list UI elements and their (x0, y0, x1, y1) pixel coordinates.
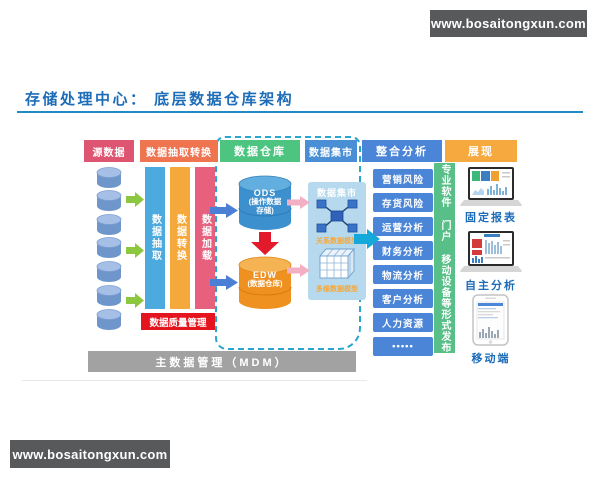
fixed-report-label: 固定报表 (465, 212, 517, 224)
edw-label: EDW (数据仓库) (247, 270, 283, 289)
mart-feed-arrow-icon (287, 264, 310, 277)
extract-arrow-right-icon (126, 192, 144, 207)
analysis-item-logistics: 物流分析 (373, 265, 433, 284)
extract-arrow-right-icon (126, 243, 144, 258)
source-db-cylinder-icon (96, 214, 122, 236)
load-arrow-right-icon (210, 275, 238, 290)
data-mart-panel-title: 数据集市 (316, 188, 357, 198)
self-analysis-laptop-icon (460, 231, 522, 273)
analysis-feed-arrow-icon (354, 229, 380, 249)
etl-bar-transform: 数据转换 (170, 167, 190, 309)
watermark-bottom: www.bosaitongxun.com (10, 440, 170, 468)
source-db-cylinder-icon (96, 285, 122, 307)
down-arrow-icon (250, 232, 280, 255)
source-db-cylinder-icon (96, 190, 122, 212)
header-source-data: 源数据 (84, 140, 134, 162)
analysis-item-hr: 人力资源 (373, 313, 433, 332)
publish-channels-bar: 专业软件 门户 移动设备等形式发布 (434, 163, 455, 353)
page-title: 存储处理中心： 底层数据仓库架构 (25, 91, 295, 108)
analysis-item-operations: 运营分析 (373, 217, 433, 236)
load-arrow-right-icon (210, 203, 238, 218)
multidim-model-label: 多维数据模型 (316, 286, 358, 293)
source-db-cylinder-icon (96, 167, 122, 189)
self-analysis-label: 自主分析 (465, 280, 517, 292)
olap-cube-icon (318, 246, 356, 280)
etl-bar-extract: 数据抽取 (145, 167, 165, 309)
etl-bar-load: 数据加载 (195, 167, 215, 309)
divider (22, 380, 367, 381)
source-db-cylinder-icon (96, 309, 122, 331)
watermark-top: www.bosaitongxun.com (430, 10, 587, 37)
analysis-item-finance: 财务分析 (373, 241, 433, 260)
mobile-label: 移动端 (471, 353, 511, 365)
header-integrated-analysis: 整合分析 (362, 140, 442, 162)
ods-cylinder-icon (238, 175, 292, 231)
source-db-cylinder-icon (96, 237, 122, 259)
mdm-bar: 主数据管理（MDM） (88, 351, 356, 372)
analysis-item-more: ••••• (373, 337, 433, 356)
mobile-phone-icon (472, 294, 509, 346)
header-etl: 数据抽取转换 (140, 140, 218, 162)
header-data-mart: 数据集市 (305, 140, 357, 162)
analysis-item-customer: 客户分析 (373, 289, 433, 308)
data-quality-label: 数据质量管理 (141, 313, 215, 330)
relational-model-label: 关系数据模型 (316, 238, 358, 245)
star-schema-icon (314, 198, 360, 234)
header-data-warehouse: 数据仓库 (220, 140, 300, 162)
title-underline (17, 111, 583, 113)
analysis-item-marketing-risk: 营销风险 (373, 169, 433, 188)
extract-arrow-right-icon (126, 293, 144, 308)
source-db-cylinder-icon (96, 261, 122, 283)
mart-feed-arrow-icon (287, 196, 310, 209)
header-presentation: 展现 (445, 140, 517, 162)
edw-cylinder-icon (238, 256, 292, 310)
ods-label: ODS (操作数据 存储) (248, 188, 282, 215)
analysis-item-inventory-risk: 存货风险 (373, 193, 433, 212)
fixed-report-laptop-icon (460, 167, 522, 207)
